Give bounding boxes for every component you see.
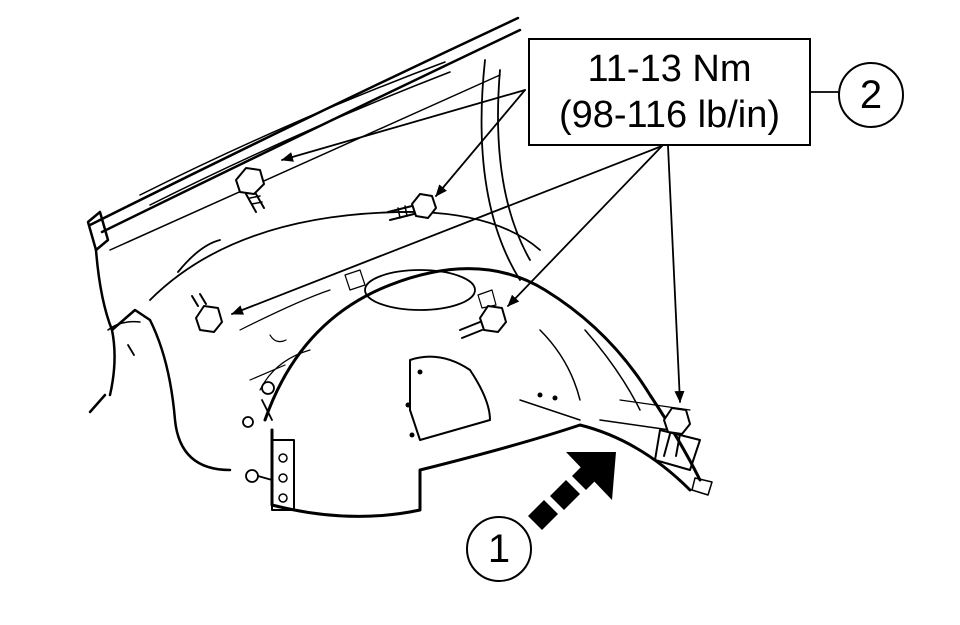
direction-arrow-icon: [528, 452, 616, 530]
bolt-icon: [191, 293, 223, 333]
small-clip-icon: [127, 344, 275, 483]
bolt-icon: [459, 305, 507, 339]
torque-spec-box: 11-13 Nm (98-116 lb/in): [528, 38, 811, 146]
splash-shield: [263, 267, 713, 518]
bolt-icon: [387, 193, 437, 221]
torque-leader-lines: [231, 89, 685, 403]
fender-outline: [86, 16, 522, 472]
wheel-house: [149, 59, 541, 391]
bolt-icon: [235, 167, 265, 213]
bolt-icon: [663, 407, 691, 457]
torque-imperial: (98-116 lb/in): [558, 94, 781, 136]
callout-1: 1: [466, 516, 532, 582]
callout-2: 2: [838, 62, 904, 128]
torque-metric: 11-13 Nm: [587, 48, 752, 90]
